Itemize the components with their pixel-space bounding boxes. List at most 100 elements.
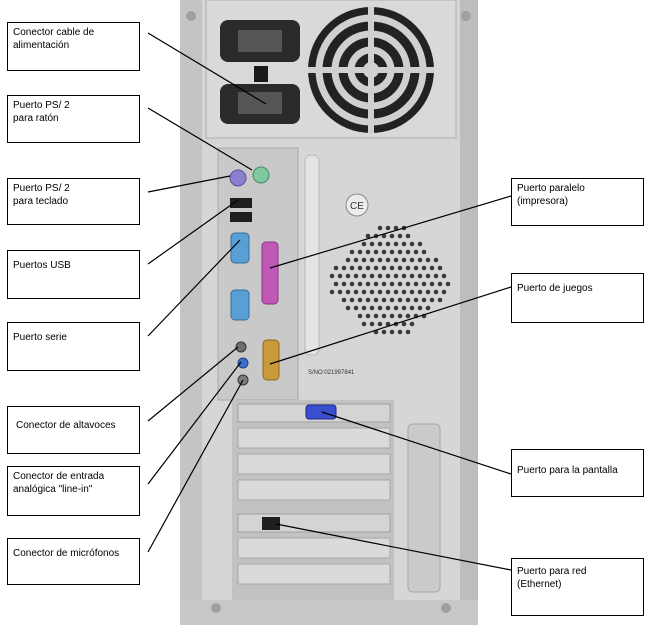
vent-hole — [437, 281, 443, 287]
vent-hole — [397, 329, 403, 335]
vent-hole — [425, 289, 431, 295]
vga-port — [305, 404, 337, 420]
vent-hole — [405, 329, 411, 335]
vent-hole — [357, 265, 363, 271]
vent-hole — [405, 265, 411, 271]
fan-hub — [363, 62, 379, 78]
vent-hole — [349, 249, 355, 255]
vent-hole — [357, 281, 363, 287]
vent-grille — [329, 225, 451, 335]
label-usb-ports: Puertos USB — [7, 250, 140, 299]
label-game-port: Puerto de juegos — [511, 273, 644, 323]
vent-hole — [413, 281, 419, 287]
game-port — [262, 339, 280, 381]
vent-hole — [381, 313, 387, 319]
slot-cover — [237, 427, 391, 449]
vent-hole — [421, 281, 427, 287]
leader-line-display — [321, 411, 512, 475]
vent-hole — [377, 305, 383, 311]
vent-hole — [409, 257, 415, 263]
usb-port — [230, 212, 252, 222]
usb-port — [230, 198, 252, 208]
screw-icon — [441, 603, 451, 613]
power-supply — [205, 0, 457, 139]
vent-hole — [377, 321, 383, 327]
vent-hole — [353, 257, 359, 263]
vent-hole — [401, 257, 407, 263]
vent-hole — [365, 265, 371, 271]
vent-hole — [397, 265, 403, 271]
vent-hole — [337, 273, 343, 279]
vent-hole — [389, 313, 395, 319]
vent-hole — [389, 297, 395, 303]
vent-hole — [353, 289, 359, 295]
vent-hole — [345, 257, 351, 263]
vent-hole — [433, 257, 439, 263]
vent-hole — [385, 273, 391, 279]
vent-hole — [421, 249, 427, 255]
vent-hole — [349, 281, 355, 287]
leader-line-power — [147, 32, 267, 105]
vent-hole — [385, 241, 391, 247]
vent-hole — [345, 289, 351, 295]
vent-hole — [401, 289, 407, 295]
label-serial-port: Puerto serie — [7, 322, 140, 371]
speaker-jack — [235, 341, 247, 353]
leader-lines — [147, 32, 512, 571]
vent-hole — [417, 289, 423, 295]
io-panel — [217, 147, 299, 401]
vent-hole — [401, 241, 407, 247]
vent-hole — [369, 305, 375, 311]
leader-line-parallel — [269, 195, 512, 269]
vent-hole — [397, 233, 403, 239]
vent-hole — [381, 265, 387, 271]
vent-hole — [345, 305, 351, 311]
vent-hole — [377, 257, 383, 263]
vent-hole — [369, 289, 375, 295]
vent-hole — [329, 273, 335, 279]
vent-hole — [397, 313, 403, 319]
vent-hole — [361, 273, 367, 279]
ps2-mouse-port — [252, 166, 270, 184]
vent-hole — [421, 297, 427, 303]
ethernet-port — [262, 517, 280, 530]
slot-cover — [237, 479, 391, 501]
io-shield — [217, 147, 299, 401]
vent-hole — [345, 273, 351, 279]
vent-hole — [437, 265, 443, 271]
serial-port — [230, 232, 250, 264]
screw-icon — [461, 11, 471, 21]
vent-hole — [357, 297, 363, 303]
vent-hole — [369, 241, 375, 247]
power-socket-upper-inner — [238, 30, 282, 52]
vent-hole — [333, 265, 339, 271]
label-power-connector: Conector cable de alimentación — [7, 22, 140, 71]
slot-cover — [237, 537, 391, 559]
vent-hole — [421, 265, 427, 271]
vent-hole — [409, 321, 415, 327]
vent-hole — [381, 249, 387, 255]
label-parallel-port: Puerto paralelo (impresora) — [511, 178, 644, 226]
vent-hole — [409, 273, 415, 279]
vent-hole — [397, 249, 403, 255]
vent-hole — [393, 273, 399, 279]
vent-hole — [373, 249, 379, 255]
case-right-edge — [460, 0, 478, 625]
vent-hole — [405, 233, 411, 239]
vent-hole — [393, 305, 399, 311]
vent-hole — [445, 281, 451, 287]
vent-hole — [393, 257, 399, 263]
vent-hole — [357, 249, 363, 255]
leader-line-ps2-mouse — [147, 107, 253, 171]
vent-hole — [425, 257, 431, 263]
ps2-keyboard-port — [229, 169, 247, 187]
vent-hole — [417, 257, 423, 263]
vent-hole — [353, 305, 359, 311]
vent-hole — [365, 281, 371, 287]
vent-hole — [389, 249, 395, 255]
label-display-port: Puerto para la pantalla — [511, 449, 644, 497]
vent-hole — [401, 273, 407, 279]
vent-hole — [389, 233, 395, 239]
label-ps2-mouse-port: Puerto PS/ 2 para ratón — [7, 95, 140, 143]
vent-hole — [361, 289, 367, 295]
